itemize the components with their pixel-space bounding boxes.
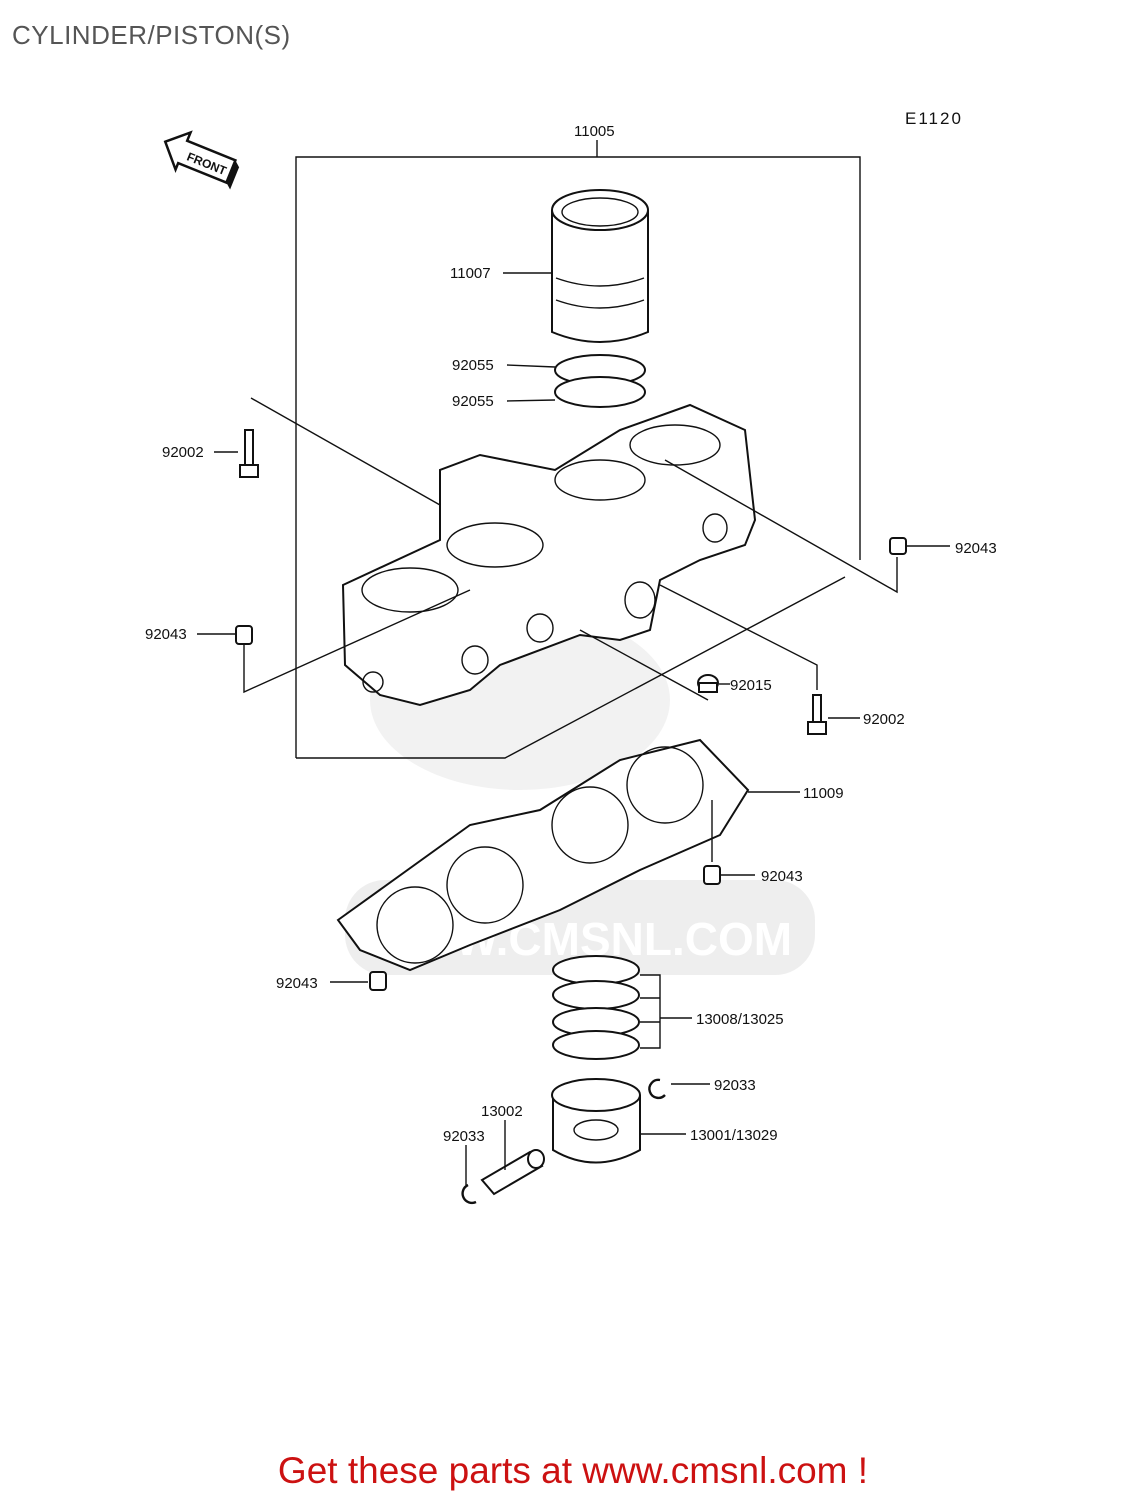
part-label-92033-left: 92033 (443, 1128, 485, 1145)
part-label-13008-13025: 13008/13025 (696, 1011, 784, 1028)
part-label-92043-upper-right: 92043 (955, 540, 997, 557)
part-label-11005: 11005 (574, 123, 615, 140)
part-label-11009: 11009 (803, 785, 844, 802)
footer-link[interactable]: Get these parts at www.cmsnl.com ! (277, 1450, 869, 1491)
o-rings (554, 354, 646, 408)
leader-lines (197, 272, 950, 1185)
page-title: CYLINDER/PISTON(S) (12, 20, 291, 50)
part-label-92043-left: 92043 (145, 626, 187, 643)
part-label-92002-upper: 92002 (162, 444, 204, 461)
front-arrow-icon: FRONT (163, 130, 240, 190)
cylinder-sleeve (551, 189, 649, 343)
stud-bolt-lower (807, 694, 827, 735)
bracket-11005 (295, 140, 861, 759)
part-label-92002-lower: 92002 (863, 711, 905, 728)
part-label-92043-gasket-right: 92043 (761, 868, 803, 885)
stud-bolt-upper (239, 429, 259, 478)
head-gasket (336, 738, 750, 972)
circlip-left (461, 1183, 477, 1205)
dowel-pin-gasket-right (703, 865, 721, 885)
diagram-code: E1120 (905, 109, 963, 128)
dowel-pin-left (235, 625, 253, 645)
piston-pin (480, 1149, 545, 1196)
dowel-pin-upper-right (889, 537, 907, 555)
part-label-92033-right: 92033 (714, 1077, 756, 1094)
circlip-right (648, 1078, 666, 1100)
part-label-92055-lower: 92055 (452, 393, 494, 410)
part-label-92015: 92015 (730, 677, 772, 694)
part-label-92055-upper: 92055 (452, 357, 494, 374)
plug-92015 (697, 674, 719, 693)
part-label-11007: 11007 (450, 265, 491, 282)
piston-rings (552, 955, 640, 1060)
part-label-13002: 13002 (481, 1103, 523, 1120)
part-label-92043-gasket-left: 92043 (276, 975, 318, 992)
dowel-pin-gasket-left (369, 971, 387, 991)
piston (551, 1078, 641, 1164)
part-label-13001-13029: 13001/13029 (690, 1127, 778, 1144)
